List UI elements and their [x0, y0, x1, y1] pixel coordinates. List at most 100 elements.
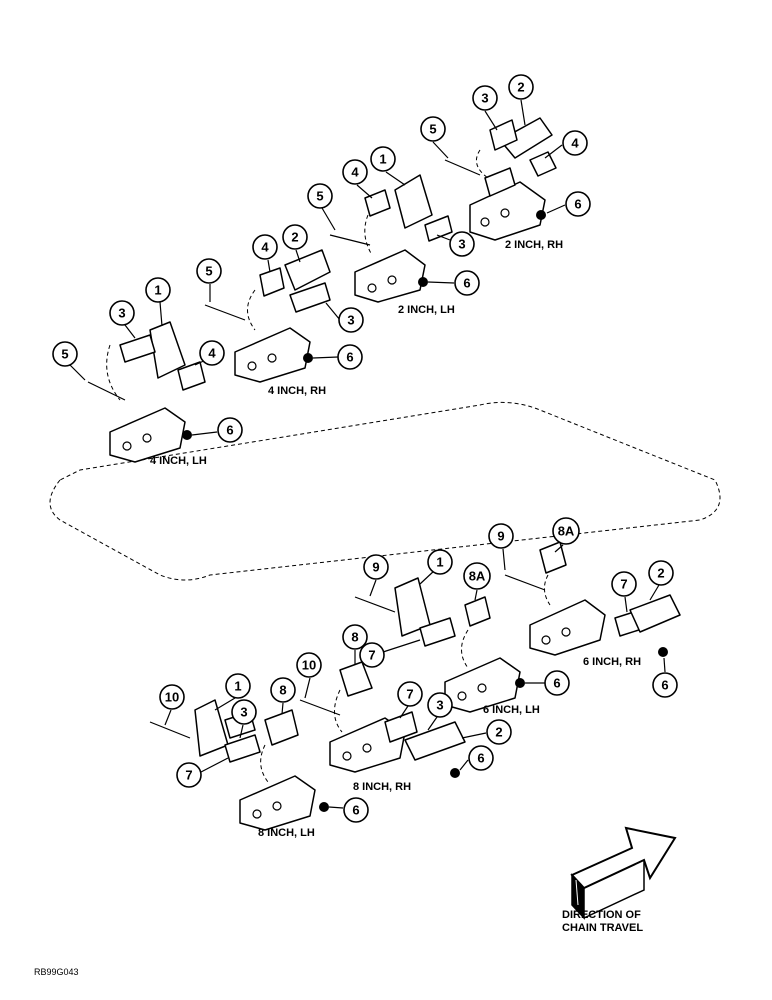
callout: 5 — [52, 341, 86, 381]
assembly-2-inch-lh — [329, 174, 453, 303]
chain-path-dashed — [49, 401, 721, 581]
callout: 6 — [546, 191, 591, 217]
svg-text:2: 2 — [517, 80, 524, 95]
svg-text:6: 6 — [574, 197, 581, 212]
svg-text:1: 1 — [234, 679, 241, 694]
svg-text:6: 6 — [346, 350, 353, 365]
svg-text:3: 3 — [436, 698, 443, 713]
callout: 7 — [176, 757, 229, 788]
svg-text:1: 1 — [154, 283, 161, 298]
svg-text:3: 3 — [458, 237, 465, 252]
callout: 3 — [427, 692, 453, 731]
assembly-8-inch-lh — [149, 699, 329, 831]
caption-8-inch-lh: 8 INCH, LH — [258, 827, 315, 839]
svg-text:6: 6 — [226, 423, 233, 438]
callout: 7 — [611, 571, 637, 613]
svg-text:4: 4 — [571, 136, 579, 151]
caption-2-inch-rh: 2 INCH, RH — [505, 239, 563, 251]
callout: 1 — [419, 549, 453, 585]
svg-text:6: 6 — [477, 751, 484, 766]
svg-text:7: 7 — [368, 648, 375, 663]
svg-text:8A: 8A — [469, 569, 486, 584]
svg-text:2: 2 — [657, 566, 664, 581]
svg-text:3: 3 — [347, 313, 354, 328]
callout: 3 — [472, 85, 498, 131]
svg-text:4: 4 — [208, 346, 216, 361]
callout: 8A — [463, 562, 491, 601]
svg-text:9: 9 — [372, 560, 379, 575]
callout: 6 — [525, 670, 570, 696]
assembly-4-inch-rh — [204, 249, 331, 383]
svg-text:1: 1 — [379, 152, 386, 167]
svg-text:8: 8 — [279, 683, 286, 698]
svg-text:5: 5 — [429, 122, 436, 137]
callout: 4 — [342, 159, 373, 199]
svg-text:7: 7 — [620, 577, 627, 592]
svg-text:4: 4 — [261, 240, 269, 255]
svg-text:4: 4 — [351, 165, 359, 180]
caption-4-inch-lh: 4 INCH, LH — [150, 455, 207, 467]
svg-text:6: 6 — [463, 276, 470, 291]
caption-2-inch-lh: 2 INCH, LH — [398, 304, 455, 316]
assembly-8-inch-rh — [299, 661, 466, 778]
svg-text:6: 6 — [352, 803, 359, 818]
callout: 8A — [552, 517, 580, 553]
callout: 4 — [544, 130, 588, 159]
callout: 7 — [397, 681, 423, 719]
callout: 3 — [325, 302, 364, 333]
callout: 7 — [359, 639, 421, 668]
figure-id: RB99G043 — [34, 967, 79, 977]
callout: 2 — [508, 74, 534, 126]
svg-text:7: 7 — [185, 768, 192, 783]
svg-text:8A: 8A — [558, 524, 575, 539]
callout: 6 — [328, 797, 369, 823]
callout: 6 — [312, 344, 363, 370]
callout: 8 — [342, 624, 368, 665]
callout: 4 — [194, 340, 225, 366]
callout: 1 — [145, 277, 171, 327]
caption-6-inch-lh: 6 INCH, LH — [483, 704, 540, 716]
svg-text:5: 5 — [205, 264, 212, 279]
callout: 6 — [459, 745, 494, 771]
callout: 4 — [252, 234, 278, 273]
svg-text:1: 1 — [436, 555, 443, 570]
svg-text:2: 2 — [495, 725, 502, 740]
svg-text:9: 9 — [497, 529, 504, 544]
svg-text:6: 6 — [553, 676, 560, 691]
callout: 5 — [196, 258, 222, 302]
callout: 6 — [191, 417, 243, 443]
callout: 10 — [159, 684, 185, 726]
svg-text:5: 5 — [61, 347, 68, 362]
callout: 10 — [296, 652, 322, 699]
svg-text:2: 2 — [291, 230, 298, 245]
callout: 5 — [420, 116, 449, 159]
callout: 2 — [282, 224, 308, 263]
callouts: 2 3 4 5 6 1 4 5 3 6 4 2 5 3 6 1 3 4 5 6 … — [52, 74, 678, 823]
assembly-2-inch-rh — [444, 117, 557, 241]
svg-text:5: 5 — [316, 189, 323, 204]
direction-label-line1: DIRECTION OF — [562, 909, 641, 921]
callout: 6 — [427, 270, 480, 296]
direction-label-line2: CHAIN TRAVEL — [562, 922, 643, 934]
callout: 3 — [436, 231, 475, 257]
callout: 6 — [652, 657, 678, 698]
assembly-6-inch-lh — [354, 577, 525, 713]
svg-text:8: 8 — [351, 630, 358, 645]
callout: 1 — [214, 673, 251, 711]
callout: 3 — [231, 699, 257, 739]
callout: 1 — [370, 146, 406, 186]
svg-text:10: 10 — [165, 690, 179, 705]
caption-4-inch-rh: 4 INCH, RH — [268, 385, 326, 397]
callout: 5 — [307, 183, 336, 231]
callout: 9 — [363, 554, 389, 597]
assembly-6-inch-rh — [504, 541, 681, 657]
svg-text:7: 7 — [406, 687, 413, 702]
caption-6-inch-rh: 6 INCH, RH — [583, 656, 641, 668]
assembly-4-inch-lh — [87, 321, 206, 463]
callout: 2 — [461, 719, 512, 745]
callout: 3 — [109, 300, 136, 339]
caption-8-inch-rh: 8 INCH, RH — [353, 781, 411, 793]
svg-text:6: 6 — [661, 678, 668, 693]
direction-arrow-icon — [570, 826, 677, 920]
